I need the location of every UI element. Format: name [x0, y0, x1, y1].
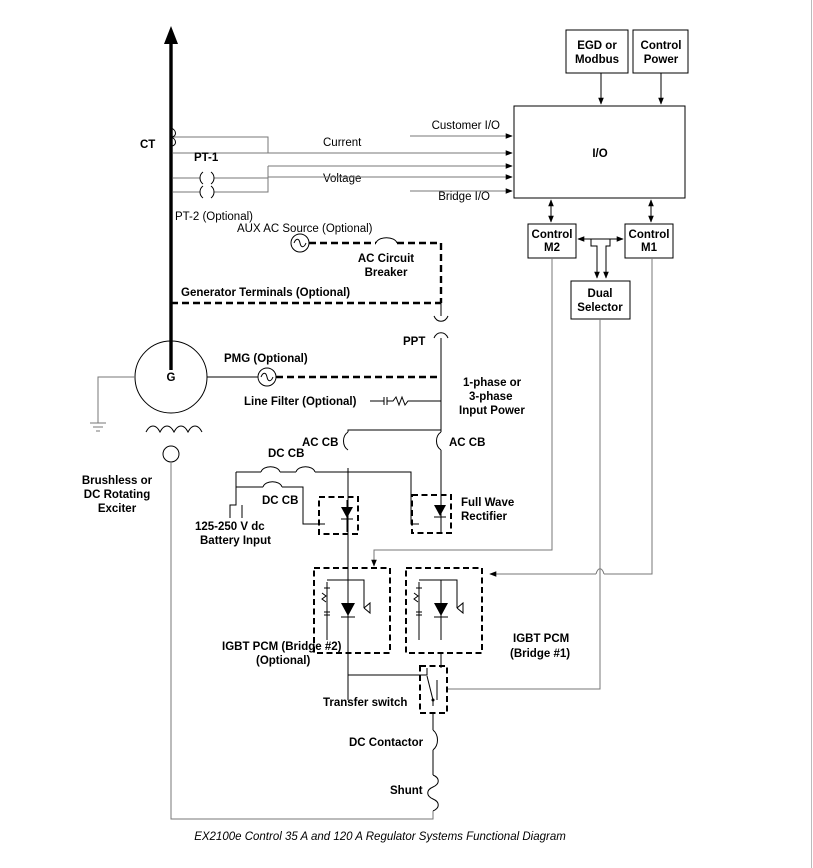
- line-filter-icon: [370, 395, 441, 407]
- svg-text:Full Wave: Full Wave: [461, 497, 514, 509]
- svg-text:Dual: Dual: [588, 288, 613, 300]
- dc-contactor-icon: [432, 729, 438, 751]
- exciter-winding-icon: [145, 425, 203, 434]
- igbt-pcm-bridge1: [405, 567, 483, 654]
- pt2-label: PT-2 (Optional): [175, 211, 253, 223]
- dc-contactor-label: DC Contactor: [349, 737, 424, 749]
- svg-text:M1: M1: [641, 242, 658, 254]
- svg-text:3-phase: 3-phase: [469, 391, 512, 403]
- ac-cb-right-icon: [436, 431, 442, 451]
- pt1-transformer-icon: [199, 171, 215, 199]
- exciter-icon: [162, 445, 180, 463]
- figure-caption: EX2100e Control 35 A and 120 A Regulator…: [194, 831, 566, 843]
- pt1-label: PT-1: [194, 152, 219, 164]
- generator-terminals-label: Generator Terminals (Optional): [181, 287, 350, 299]
- igbt-pcm-bridge2: [313, 567, 391, 654]
- svg-text:Selector: Selector: [577, 302, 623, 314]
- svg-text:IGBT PCM: IGBT PCM: [513, 633, 569, 645]
- transfer-switch-block: [419, 665, 448, 714]
- ct-label: CT: [140, 139, 155, 151]
- line-filter-label: Line Filter (Optional): [244, 396, 357, 408]
- ac-circuit-breaker-icon: [375, 237, 398, 244]
- svg-text:EGD or: EGD or: [577, 40, 617, 52]
- pmg-label: PMG (Optional): [224, 353, 308, 365]
- svg-text:Breaker: Breaker: [365, 267, 408, 279]
- ppt-transformer-icon: [433, 315, 449, 339]
- voltage-label: Voltage: [323, 173, 361, 185]
- svg-text:IGBT PCM (Bridge #2): IGBT PCM (Bridge #2): [222, 641, 342, 653]
- dc-cb-top-label: DC CB: [268, 448, 304, 460]
- svg-text:Control: Control: [532, 229, 573, 241]
- control-m1-block: Control M1: [624, 223, 674, 259]
- bridge-io-label: Bridge I/O: [438, 191, 490, 203]
- svg-text:Brushless or: Brushless or: [82, 475, 153, 487]
- full-wave-rectifier-block: [411, 450, 452, 534]
- svg-text:125-250 V dc: 125-250 V dc: [195, 521, 265, 533]
- svg-text:Input Power: Input Power: [459, 405, 525, 417]
- bus-up-arrow-icon: [164, 26, 178, 44]
- svg-text:(Optional): (Optional): [256, 655, 310, 667]
- ac-cb-left-label: AC CB: [302, 437, 338, 449]
- svg-text:I/O: I/O: [592, 148, 607, 160]
- current-label: Current: [323, 137, 362, 149]
- ground-icon: [90, 376, 135, 432]
- ac-cb-right-label: AC CB: [449, 437, 485, 449]
- dc-cb-mid-label: DC CB: [262, 495, 298, 507]
- svg-text:Power: Power: [644, 54, 679, 66]
- svg-text:M2: M2: [544, 242, 560, 254]
- svg-text:(Bridge #1): (Bridge #1): [510, 648, 570, 660]
- dc-cb-top-icon: [260, 466, 281, 473]
- ct-coil-icon: [170, 127, 176, 147]
- ac-cb-left-icon: [343, 431, 349, 451]
- svg-text:Modbus: Modbus: [575, 54, 619, 66]
- control-power-block: Control Power: [632, 29, 689, 74]
- svg-text:Battery Input: Battery Input: [200, 535, 271, 547]
- shunt-icon: [427, 774, 439, 812]
- dc-diode-block: [318, 496, 359, 535]
- egd-modbus-block: EGD or Modbus: [565, 29, 629, 74]
- svg-text:Control: Control: [641, 40, 682, 52]
- svg-text:Exciter: Exciter: [98, 503, 137, 515]
- page-edge: [811, 0, 812, 868]
- svg-text:Control: Control: [629, 229, 670, 241]
- svg-text:DC Rotating: DC Rotating: [84, 489, 150, 501]
- dual-selector-block: Dual Selector: [570, 280, 631, 320]
- svg-text:AC Circuit: AC Circuit: [358, 253, 414, 265]
- io-block: I/O: [513, 105, 686, 199]
- control-m2-block: Control M2: [527, 223, 577, 259]
- aux-ac-label: AUX AC Source (Optional): [237, 223, 373, 235]
- ppt-label: PPT: [403, 336, 425, 348]
- shunt-label: Shunt: [390, 785, 423, 797]
- customer-io-label: Customer I/O: [432, 120, 500, 132]
- svg-text:G: G: [167, 372, 176, 384]
- transfer-switch-label: Transfer switch: [323, 697, 407, 709]
- dc-cb-top2-icon: [295, 466, 316, 473]
- svg-text:1-phase or: 1-phase or: [463, 377, 522, 389]
- svg-text:Rectifier: Rectifier: [461, 511, 508, 523]
- dc-cb-mid-icon: [236, 481, 283, 488]
